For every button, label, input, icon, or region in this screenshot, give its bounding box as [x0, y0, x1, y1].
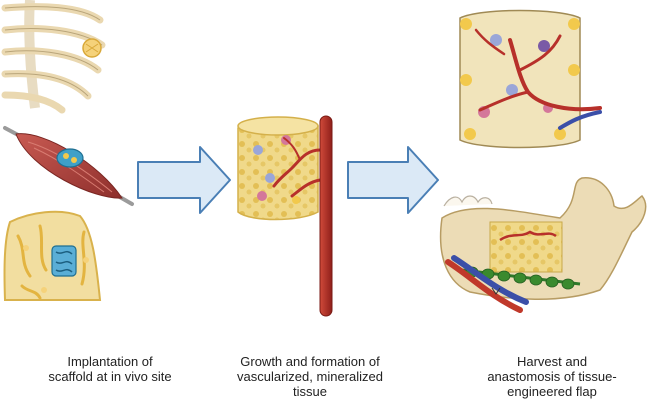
caption-line: vascularized, mineralized	[237, 369, 383, 384]
scaffold-cylinder-icon	[237, 115, 333, 317]
bone-tissue-icon	[3, 210, 102, 301]
muscle-icon	[3, 126, 134, 206]
arrow-right-icon	[137, 146, 231, 214]
caption-growth: Growth and formation of vascularized, mi…	[210, 354, 410, 399]
arrow-right-icon	[347, 146, 439, 214]
caption-line: scaffold at in vivo site	[48, 369, 172, 384]
ribcage-icon	[0, 0, 110, 114]
scaffold-cylinder-icon	[459, 9, 602, 149]
caption-line: Implantation of	[67, 354, 153, 369]
caption-line: tissue	[293, 384, 327, 399]
mandible-icon	[439, 177, 647, 313]
caption-implantation: Implantation of scaffold at in vivo site	[10, 354, 210, 384]
caption-harvest: Harvest and anastomosis of tissue- engin…	[452, 354, 652, 399]
caption-line: Growth and formation of	[240, 354, 380, 369]
caption-line: anastomosis of tissue-	[487, 369, 617, 384]
caption-line: engineered flap	[507, 384, 597, 399]
caption-line: Harvest and	[516, 354, 588, 369]
